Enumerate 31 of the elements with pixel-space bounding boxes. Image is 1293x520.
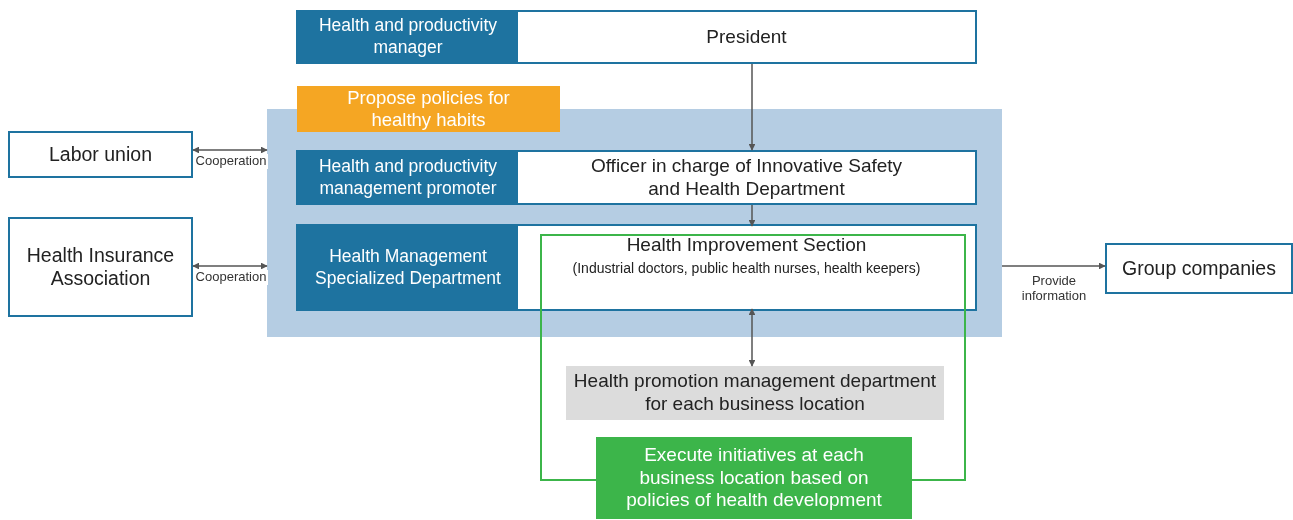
box-label: Officer in charge of Innovative Safety and Health Department <box>589 154 904 201</box>
organization-box <box>8 131 193 178</box>
note-box <box>297 86 560 132</box>
box-label: President <box>705 25 788 49</box>
member-list: (Industrial doctors, public health nurses, health keepers) <box>572 259 921 277</box>
action-box <box>596 437 912 519</box>
role-box <box>296 10 977 64</box>
edge-label: Cooperation <box>194 270 268 285</box>
organization-box <box>8 217 193 317</box>
role-box <box>296 150 977 205</box>
arrow <box>748 204 756 227</box>
organization-box <box>1105 243 1293 294</box>
department-box <box>296 224 977 311</box>
box-label: Propose policies for healthy habits <box>346 86 511 132</box>
arrow <box>1001 262 1106 270</box>
arrow <box>748 63 756 151</box>
department-box <box>566 366 944 420</box>
organization-band <box>267 109 1002 337</box>
header-label: Health and productivity manager <box>298 12 518 62</box>
arrow <box>192 146 268 154</box>
box-label: Labor union <box>49 142 152 167</box>
box-label: Group companies <box>1122 256 1276 281</box>
header-label: Health Management Specialized Department <box>298 226 518 309</box>
edge-label: Cooperation <box>194 154 268 169</box>
box-label: Health Insurance Association <box>25 243 176 291</box>
arrow <box>192 262 268 270</box>
box-label: Execute initiatives at each business location based on policies of health development <box>625 443 883 513</box>
header-label: Health and productivity management promoter <box>298 152 518 203</box>
box-label: Health Improvement Section <box>626 234 867 257</box>
arrow <box>748 308 756 367</box>
box-label: Health promotion management department for each business location <box>572 370 938 416</box>
